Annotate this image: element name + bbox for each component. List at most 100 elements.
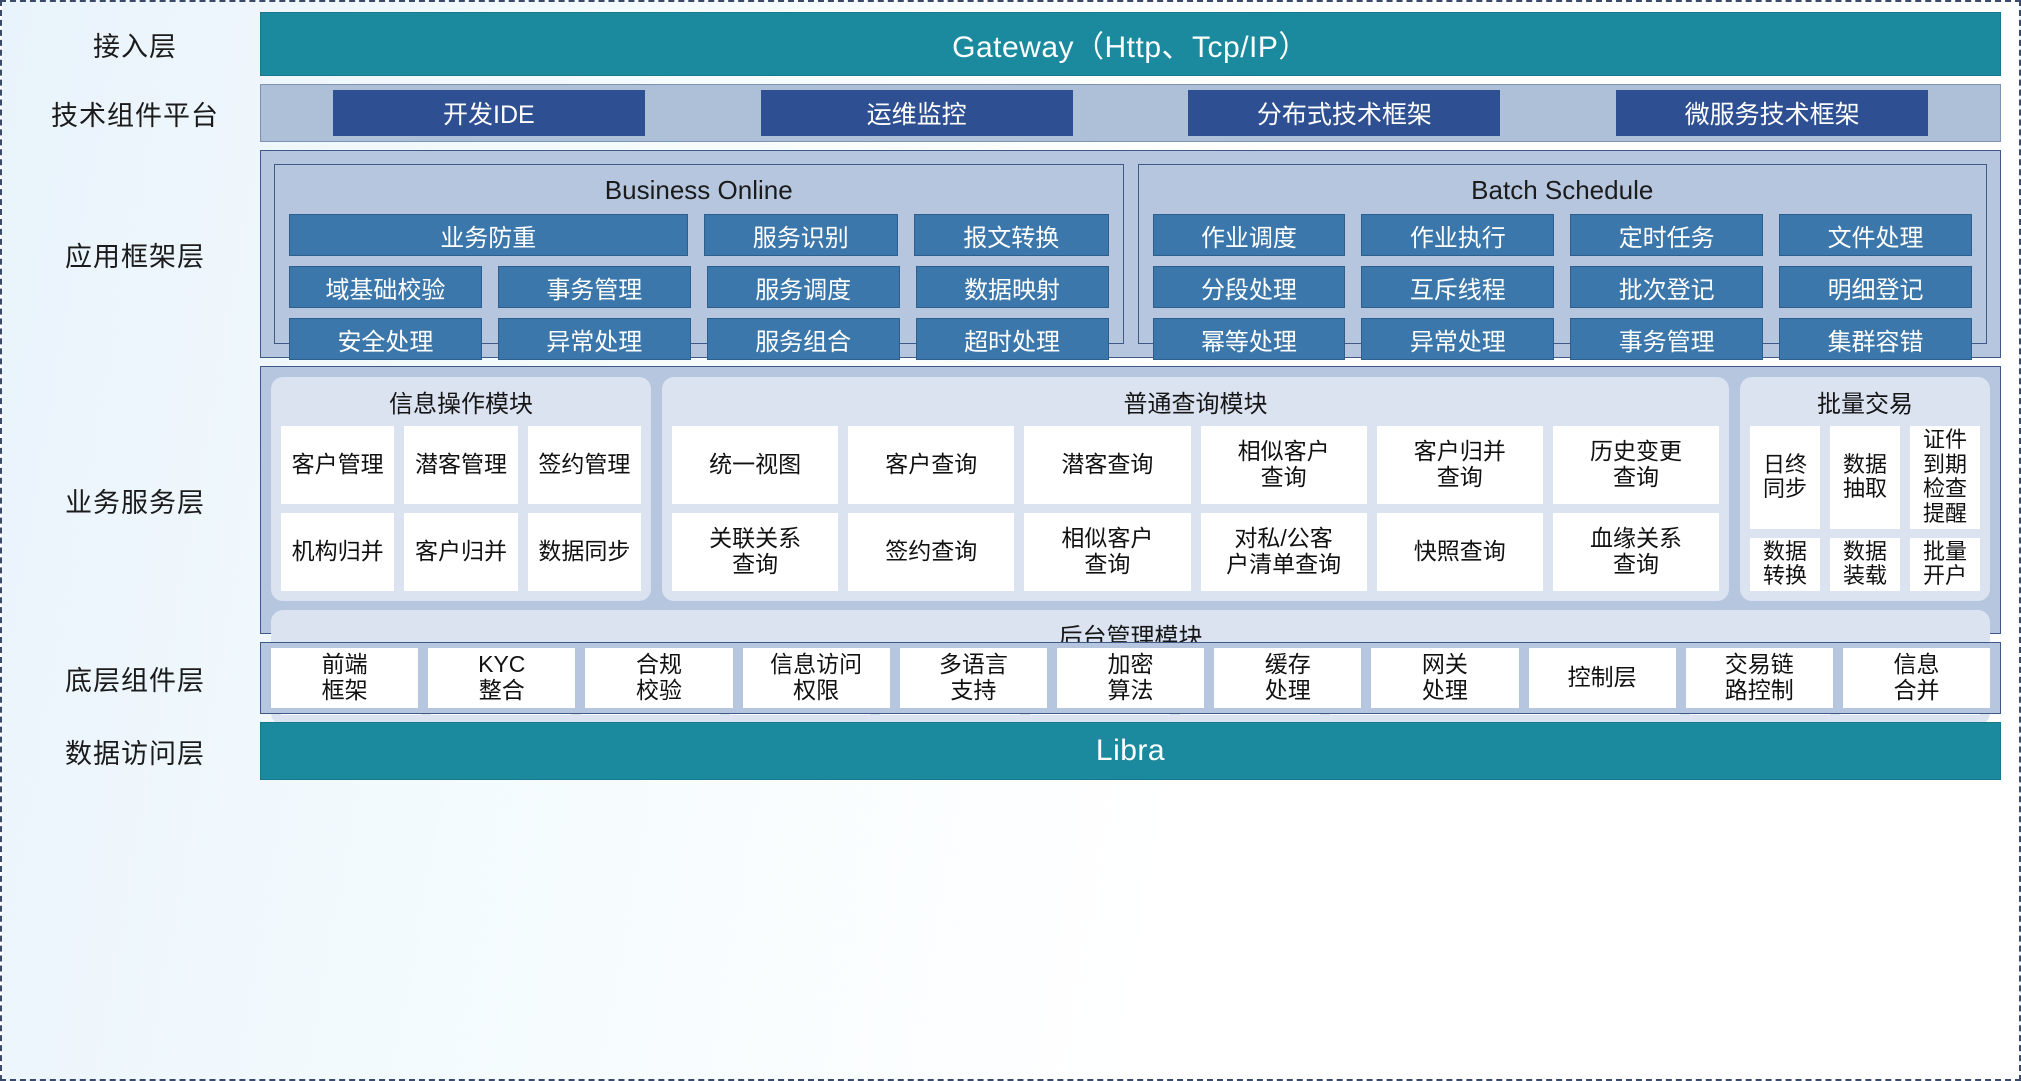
app-framework-cell[interactable]: 超时处理 (916, 318, 1109, 360)
app-framework-group-2: Batch Schedule作业调度作业执行定时任务文件处理分段处理互斥线程批次… (1138, 164, 1988, 344)
app-framework-row: 域基础校验事务管理服务调度数据映射 (289, 266, 1109, 308)
module-cell[interactable]: 快照查询 (1377, 513, 1543, 591)
module-cell[interactable]: 签约查询 (848, 513, 1014, 591)
app-framework-group-title: Batch Schedule (1153, 171, 1973, 214)
module-cell[interactable]: 对私/公客户清单查询 (1201, 513, 1367, 591)
component-cell[interactable]: 信息合并 (1843, 648, 1990, 708)
module-cell[interactable]: 客户管理 (281, 426, 394, 504)
app-framework-cell[interactable]: 业务防重 (289, 214, 688, 256)
module-cell[interactable]: 相似客户查询 (1201, 426, 1367, 504)
module-row: 客户管理潜客管理签约管理 (281, 426, 641, 504)
app-framework-cell[interactable]: 作业执行 (1361, 214, 1554, 256)
component-cell[interactable]: 合规校验 (585, 648, 732, 708)
component-cell[interactable]: 加密算法 (1057, 648, 1204, 708)
component-cell[interactable]: 交易链路控制 (1686, 648, 1833, 708)
app-framework-cell[interactable]: 作业调度 (1153, 214, 1346, 256)
module-cell[interactable]: 签约管理 (528, 426, 641, 504)
layer-label-data-access: 数据访问层 (10, 722, 260, 780)
module-cell[interactable]: 血缘关系查询 (1553, 513, 1719, 591)
module-cell[interactable]: 客户查询 (848, 426, 1014, 504)
module-cell[interactable]: 数据抽取 (1830, 426, 1900, 529)
app-framework-row: 幂等处理异常处理事务管理集群容错 (1153, 318, 1973, 360)
module-cell[interactable]: 数据装载 (1830, 538, 1900, 591)
module-cell[interactable]: 证件到期检查提醒 (1910, 426, 1980, 529)
module-row: 日终同步数据抽取证件到期检查提醒 (1750, 426, 1980, 529)
component-cell[interactable]: 网关处理 (1371, 648, 1518, 708)
app-framework-row: 分段处理互斥线程批次登记明细登记 (1153, 266, 1973, 308)
component-layer-band: 前端框架KYC整合合规校验信息访问权限多语言支持加密算法缓存处理网关处理控制层交… (260, 642, 2001, 714)
gateway-bar: Gateway（Http、Tcp/IP） (260, 12, 2001, 76)
app-framework-band: Business Online业务防重服务识别报文转换域基础校验事务管理服务调度… (260, 150, 2001, 358)
app-framework-group-title: Business Online (289, 171, 1109, 214)
module-3: 批量交易日终同步数据抽取证件到期检查提醒数据转换数据装载批量开户 (1740, 377, 1990, 601)
layer-label-component: 底层组件层 (10, 642, 260, 714)
app-framework-cell[interactable]: 服务调度 (707, 266, 900, 308)
app-framework-cell[interactable]: 数据映射 (916, 266, 1109, 308)
module-title: 普通查询模块 (672, 381, 1719, 426)
tech-chip-2[interactable]: 运维监控 (761, 90, 1073, 136)
layer-label-business-service: 业务服务层 (10, 366, 260, 634)
app-framework-cell[interactable]: 文件处理 (1779, 214, 1972, 256)
module-cell[interactable]: 潜客管理 (404, 426, 517, 504)
module-cell[interactable]: 数据转换 (1750, 538, 1820, 591)
app-framework-rows: 作业调度作业执行定时任务文件处理分段处理互斥线程批次登记明细登记幂等处理异常处理… (1153, 214, 1973, 360)
component-cell[interactable]: 前端框架 (271, 648, 418, 708)
component-cell[interactable]: 控制层 (1529, 648, 1676, 708)
libra-bar: Libra (260, 722, 2001, 780)
app-framework-cell[interactable]: 异常处理 (1361, 318, 1554, 360)
module-cell[interactable]: 潜客查询 (1024, 426, 1190, 504)
app-framework-cell[interactable]: 报文转换 (914, 214, 1108, 256)
module-cell[interactable]: 相似客户查询 (1024, 513, 1190, 591)
module-1: 信息操作模块客户管理潜客管理签约管理机构归并客户归并数据同步 (271, 377, 651, 601)
module-cell[interactable]: 数据同步 (528, 513, 641, 591)
module-cell[interactable]: 客户归并 (404, 513, 517, 591)
layer-label-app-framework: 应用框架层 (10, 150, 260, 358)
tech-platform-band: 开发IDE 运维监控 分布式技术框架 微服务技术框架 (260, 84, 2001, 142)
layer-label-tech-platform: 技术组件平台 (10, 84, 260, 142)
component-cell[interactable]: 缓存处理 (1214, 648, 1361, 708)
app-framework-cell[interactable]: 事务管理 (498, 266, 691, 308)
app-framework-row: 业务防重服务识别报文转换 (289, 214, 1109, 256)
app-framework-cell[interactable]: 域基础校验 (289, 266, 482, 308)
module-rows: 日终同步数据抽取证件到期检查提醒数据转换数据装载批量开户 (1750, 426, 1980, 591)
app-framework-cell[interactable]: 安全处理 (289, 318, 482, 360)
app-framework-cell[interactable]: 定时任务 (1570, 214, 1763, 256)
module-row: 统一视图客户查询潜客查询相似客户查询客户归并查询历史变更查询 (672, 426, 1719, 504)
module-row: 关联关系查询签约查询相似客户查询对私/公客户清单查询快照查询血缘关系查询 (672, 513, 1719, 591)
module-cell[interactable]: 日终同步 (1750, 426, 1820, 529)
module-row: 数据转换数据装载批量开户 (1750, 538, 1980, 591)
module-row: 机构归并客户归并数据同步 (281, 513, 641, 591)
app-framework-cell[interactable]: 异常处理 (498, 318, 691, 360)
module-title: 批量交易 (1750, 381, 1980, 426)
app-framework-row: 安全处理异常处理服务组合超时处理 (289, 318, 1109, 360)
app-framework-group-1: Business Online业务防重服务识别报文转换域基础校验事务管理服务调度… (274, 164, 1124, 344)
module-cell[interactable]: 关联关系查询 (672, 513, 838, 591)
app-framework-cell[interactable]: 明细登记 (1779, 266, 1972, 308)
module-cell[interactable]: 批量开户 (1910, 538, 1980, 591)
component-cell[interactable]: 多语言支持 (900, 648, 1047, 708)
app-framework-cell[interactable]: 集群容错 (1779, 318, 1972, 360)
module-rows: 客户管理潜客管理签约管理机构归并客户归并数据同步 (281, 426, 641, 591)
business-service-band: 信息操作模块客户管理潜客管理签约管理机构归并客户归并数据同步普通查询模块统一视图… (260, 366, 2001, 634)
layer-grid: 接入层 Gateway（Http、Tcp/IP） 技术组件平台 开发IDE运维监… (10, 12, 2001, 1071)
component-cell[interactable]: 信息访问权限 (743, 648, 890, 708)
tech-chip-4[interactable]: 微服务技术框架 (1616, 90, 1928, 136)
tech-chip-1[interactable]: 开发IDE (333, 90, 645, 136)
app-framework-cell[interactable]: 批次登记 (1570, 266, 1763, 308)
module-title: 信息操作模块 (281, 381, 641, 426)
app-framework-cell[interactable]: 幂等处理 (1153, 318, 1346, 360)
app-framework-cell[interactable]: 服务组合 (707, 318, 900, 360)
app-framework-cell[interactable]: 服务识别 (704, 214, 898, 256)
app-framework-cell[interactable]: 分段处理 (1153, 266, 1346, 308)
business-service-modules: 信息操作模块客户管理潜客管理签约管理机构归并客户归并数据同步普通查询模块统一视图… (271, 377, 1990, 601)
module-2: 普通查询模块统一视图客户查询潜客查询相似客户查询客户归并查询历史变更查询关联关系… (662, 377, 1729, 601)
module-cell[interactable]: 客户归并查询 (1377, 426, 1543, 504)
app-framework-cell[interactable]: 事务管理 (1570, 318, 1763, 360)
module-cell[interactable]: 历史变更查询 (1553, 426, 1719, 504)
module-cell[interactable]: 统一视图 (672, 426, 838, 504)
app-framework-cell[interactable]: 互斥线程 (1361, 266, 1554, 308)
module-cell[interactable]: 机构归并 (281, 513, 394, 591)
tech-chip-3[interactable]: 分布式技术框架 (1188, 90, 1500, 136)
component-cell[interactable]: KYC整合 (428, 648, 575, 708)
